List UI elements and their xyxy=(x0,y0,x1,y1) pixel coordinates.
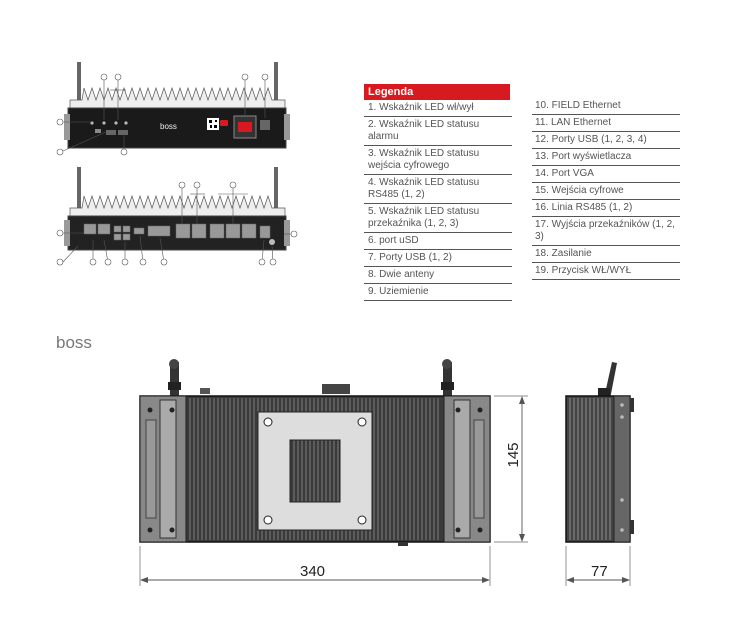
legend-item: 14. Port VGA xyxy=(532,166,680,183)
legend-panel: Legenda 1. Wskaźnik LED wł/wył 2. Wskaźn… xyxy=(364,84,682,301)
legend-item: 3. Wskaźnik LED statusu wejścia cyfroweg… xyxy=(364,146,512,175)
front-panel-view: boss xyxy=(56,62,290,156)
legend-item: 5. Wskaźnik LED statusu przekaźnika (1, … xyxy=(364,204,512,233)
front-brand-label: boss xyxy=(160,122,177,131)
depth-dimension-label: 77 xyxy=(591,563,608,580)
legend-item: 1. Wskaźnik LED wł/wył xyxy=(364,100,512,117)
dimension-front-view xyxy=(139,359,528,586)
dimension-side-view xyxy=(565,362,634,586)
legend-title: Legenda xyxy=(364,84,510,100)
legend-item: 8. Dwie anteny xyxy=(364,267,512,284)
legend-item: 2. Wskaźnik LED statusu alarmu xyxy=(364,117,512,146)
legend-item: 15. Wejścia cyfrowe xyxy=(532,183,680,200)
legend-item: 11. LAN Ethernet xyxy=(532,115,680,132)
height-dimension-label: 145 xyxy=(505,442,522,467)
legend-left-column: 1. Wskaźnik LED wł/wył 2. Wskaźnik LED s… xyxy=(364,100,512,301)
legend-item: 4. Wskaźnik LED statusu RS485 (1, 2) xyxy=(364,175,512,204)
legend-item: 16. Linia RS485 (1, 2) xyxy=(532,200,680,217)
section-label: boss xyxy=(56,333,92,352)
legend-item: 19. Przycisk WŁ/WYŁ xyxy=(532,263,680,280)
rear-panel-view xyxy=(56,167,298,266)
legend-item: 12. Porty USB (1, 2, 3, 4) xyxy=(532,132,680,149)
legend-item: 13. Port wyświetlacza xyxy=(532,149,680,166)
legend-item: 10. FIELD Ethernet xyxy=(532,98,680,115)
legend-item: 17. Wyjścia przekaźników (1, 2, 3) xyxy=(532,217,680,246)
legend-right-column: 10. FIELD Ethernet 11. LAN Ethernet 12. … xyxy=(532,98,680,280)
legend-item: 7. Porty USB (1, 2) xyxy=(364,250,512,267)
legend-item: 9. Uziemienie xyxy=(364,284,512,301)
legend-item: 6. port uSD xyxy=(364,233,512,250)
legend-item: 18. Zasilanie xyxy=(532,246,680,263)
width-dimension-label: 340 xyxy=(300,563,326,580)
